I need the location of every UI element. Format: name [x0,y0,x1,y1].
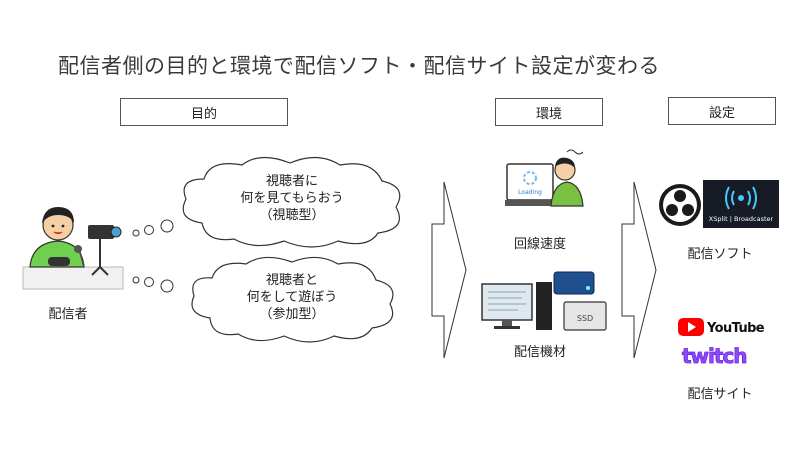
streamer-illustration [22,207,124,290]
youtube-text: YouTube [706,321,765,336]
loading-text: Loading [518,189,542,196]
cloud-play-line3: （参加型） [259,307,325,322]
streamer-label: 配信者 [48,307,88,322]
cloud-watch-line1: 視聴者に [265,174,318,189]
obs-logo-icon [659,184,701,226]
xsplit-text: XSplit | Broadcaster [709,215,774,223]
cloud-play-line1: 視聴者と [265,273,318,288]
settings-software-label: 配信ソフト [687,247,753,262]
settings-site-label: 配信サイト [687,387,753,402]
cloud-watch-line2: 何を見てもらおう [240,191,344,206]
thought-dots [132,219,174,293]
header-settings: 設定 [668,97,776,125]
page-title: 配信者側の目的と環境で配信ソフト・配信サイト設定が変わる [58,54,660,78]
youtube-logo-icon: YouTube [678,318,765,336]
env-equipment-label: 配信機材 [513,345,566,360]
header-environment: 環境 [495,98,603,126]
cloud-watch-line3: （視聴型） [259,208,325,223]
twitch-text: twitch [682,344,747,368]
arrow-to-environment [431,181,467,359]
cloud-play-line2: 何をして遊ぼう [246,290,338,305]
env-speed-label: 回線速度 [513,237,566,252]
header-purpose: 目的 [120,98,288,126]
arrow-to-settings [621,181,657,359]
pc-equipment-illustration: SSD [481,271,607,331]
ssd-text: SSD [577,314,593,323]
xsplit-logo-icon: XSplit | Broadcaster [703,180,779,228]
cloud-watch-shape [182,156,401,248]
laptop-user-illustration: Loading [505,149,584,207]
cloud-play-shape [191,256,394,343]
cloud-watch-text: 視聴者に 何を見てもらおう （視聴型） [212,173,372,224]
cloud-play-text: 視聴者と 何をして遊ぼう （参加型） [212,272,372,323]
twitch-logo-icon: twitch [682,344,748,369]
